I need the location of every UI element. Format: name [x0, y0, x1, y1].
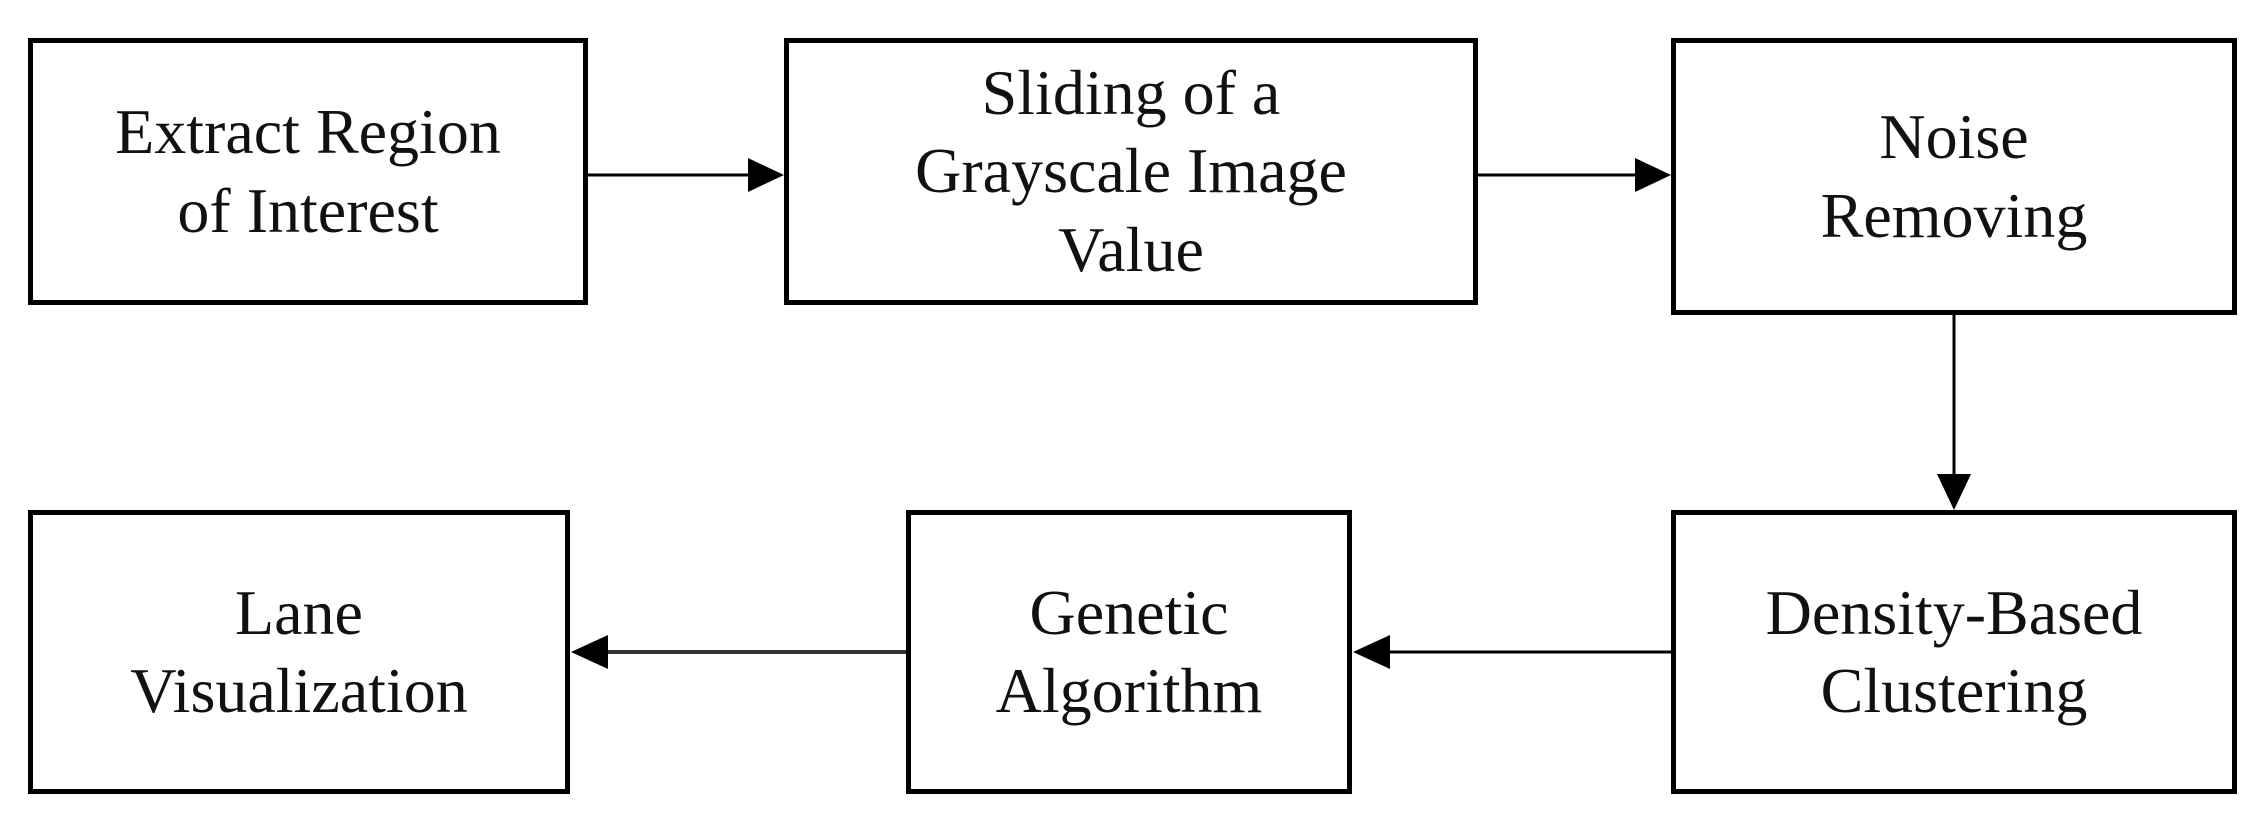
- step-label: Sliding of a Grayscale Image Value: [915, 57, 1347, 285]
- arrow-genetic-to-lane: [571, 635, 906, 669]
- step-extract-roi: Extract Region of Interest: [28, 38, 588, 305]
- arrow-noise-to-clustering: [1937, 315, 1971, 510]
- arrow-clustering-to-genetic: [1353, 635, 1671, 669]
- step-label: Density-Based Clustering: [1765, 576, 2143, 726]
- step-noise-removing: Noise Removing: [1671, 38, 2237, 315]
- step-label: Genetic Algorithm: [995, 576, 1263, 726]
- arrow-extract-to-sliding: [588, 158, 784, 192]
- arrow-sliding-to-noise: [1478, 158, 1671, 192]
- step-lane-visualization: Lane Visualization: [28, 510, 570, 794]
- step-label: Extract Region of Interest: [115, 96, 501, 246]
- step-genetic-algorithm: Genetic Algorithm: [906, 510, 1352, 794]
- step-sliding-grayscale: Sliding of a Grayscale Image Value: [784, 38, 1478, 305]
- step-label: Lane Visualization: [130, 576, 468, 726]
- step-label: Noise Removing: [1820, 101, 2088, 251]
- step-density-based-clustering: Density-Based Clustering: [1671, 510, 2237, 794]
